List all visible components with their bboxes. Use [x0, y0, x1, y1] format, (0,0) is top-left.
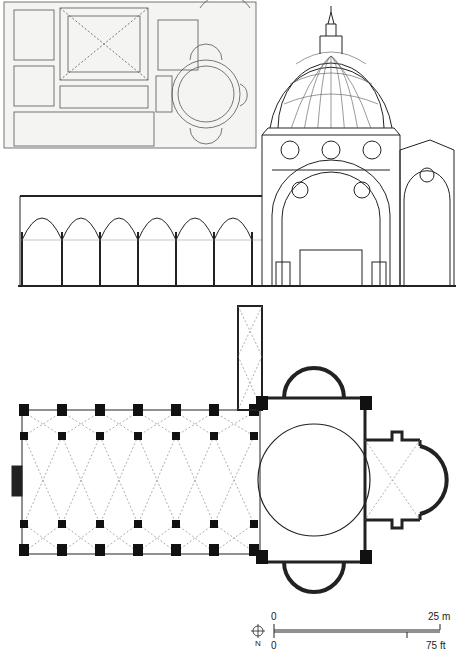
drawing-stroke [57, 544, 67, 556]
scale-label: 75 ft [426, 641, 445, 651]
drawing-stroke [95, 404, 105, 416]
drawing-stroke [96, 520, 104, 528]
drawing-stroke [209, 544, 219, 556]
drawing-stroke [290, 73, 372, 84]
drawing-stroke [100, 218, 138, 240]
drawing-stroke [250, 520, 258, 528]
drawing-stroke [134, 520, 142, 528]
drawing-stroke [134, 432, 142, 440]
drawing-stroke [133, 544, 143, 556]
drawing-stroke [58, 520, 66, 528]
drawing-stroke [172, 432, 180, 440]
drawing-stroke [24, 412, 62, 436]
drawing-stroke [171, 544, 181, 556]
drawing-stroke [318, 56, 331, 128]
drawing-stroke [100, 436, 138, 524]
scale-label: 0 [271, 641, 277, 651]
drawing-stroke [210, 520, 218, 528]
north-arrow [251, 624, 265, 638]
drawing-stroke [209, 404, 219, 416]
drawing-stroke [100, 524, 138, 552]
drawing-stroke [331, 56, 332, 128]
drawing-stroke [20, 432, 28, 440]
drawing-stroke [214, 436, 254, 524]
drawing-stroke [57, 404, 67, 416]
drawing-stroke [210, 432, 218, 440]
ground-plan [12, 306, 447, 592]
drawing-stroke [62, 412, 100, 436]
drawing-stroke [96, 432, 104, 440]
drawing-stroke [176, 218, 214, 240]
drawing-stroke [331, 56, 344, 128]
drawing-stroke [62, 524, 100, 552]
drawing-stroke [62, 218, 100, 240]
scale-label: 25 m [428, 612, 450, 622]
drawing-stroke [62, 436, 100, 524]
drawing-stroke [172, 520, 180, 528]
drawing-stroke [133, 404, 143, 416]
drawing-stroke [138, 412, 176, 436]
drawing-stroke [24, 436, 62, 524]
drawing-stroke [284, 94, 378, 104]
drawing-stroke [176, 524, 214, 552]
drawing-stroke [95, 544, 105, 556]
drawing-stroke [100, 412, 138, 436]
inset-plan [4, 0, 256, 148]
drawing-stroke [20, 240, 262, 241]
drawing-stroke [291, 56, 331, 128]
longitudinal-section [18, 6, 456, 286]
drawing-stroke [305, 56, 332, 128]
drawing-stroke [176, 436, 214, 524]
drawing-stroke [250, 432, 258, 440]
drawing-stroke [331, 56, 358, 128]
drawing-stroke [138, 524, 176, 552]
north-label: N [255, 640, 261, 648]
drawing-stroke [19, 544, 29, 556]
scale-label: 0 [271, 612, 277, 622]
drawing-stroke [214, 218, 252, 240]
drawing-stroke [176, 412, 214, 436]
drawing-stroke [138, 436, 176, 524]
drawing-stroke [171, 404, 181, 416]
drawing-stroke [58, 432, 66, 440]
drawing-stroke [331, 56, 371, 128]
drawing-stroke [138, 218, 176, 240]
drawing-stroke [214, 524, 254, 552]
drawing-stroke [214, 412, 254, 436]
drawing-stroke [296, 52, 366, 64]
drawing-stroke [22, 218, 62, 240]
drawing-stroke [20, 520, 28, 528]
scale-bar [274, 624, 440, 638]
drawing-stroke [24, 524, 62, 552]
drawing-stroke [19, 404, 29, 416]
